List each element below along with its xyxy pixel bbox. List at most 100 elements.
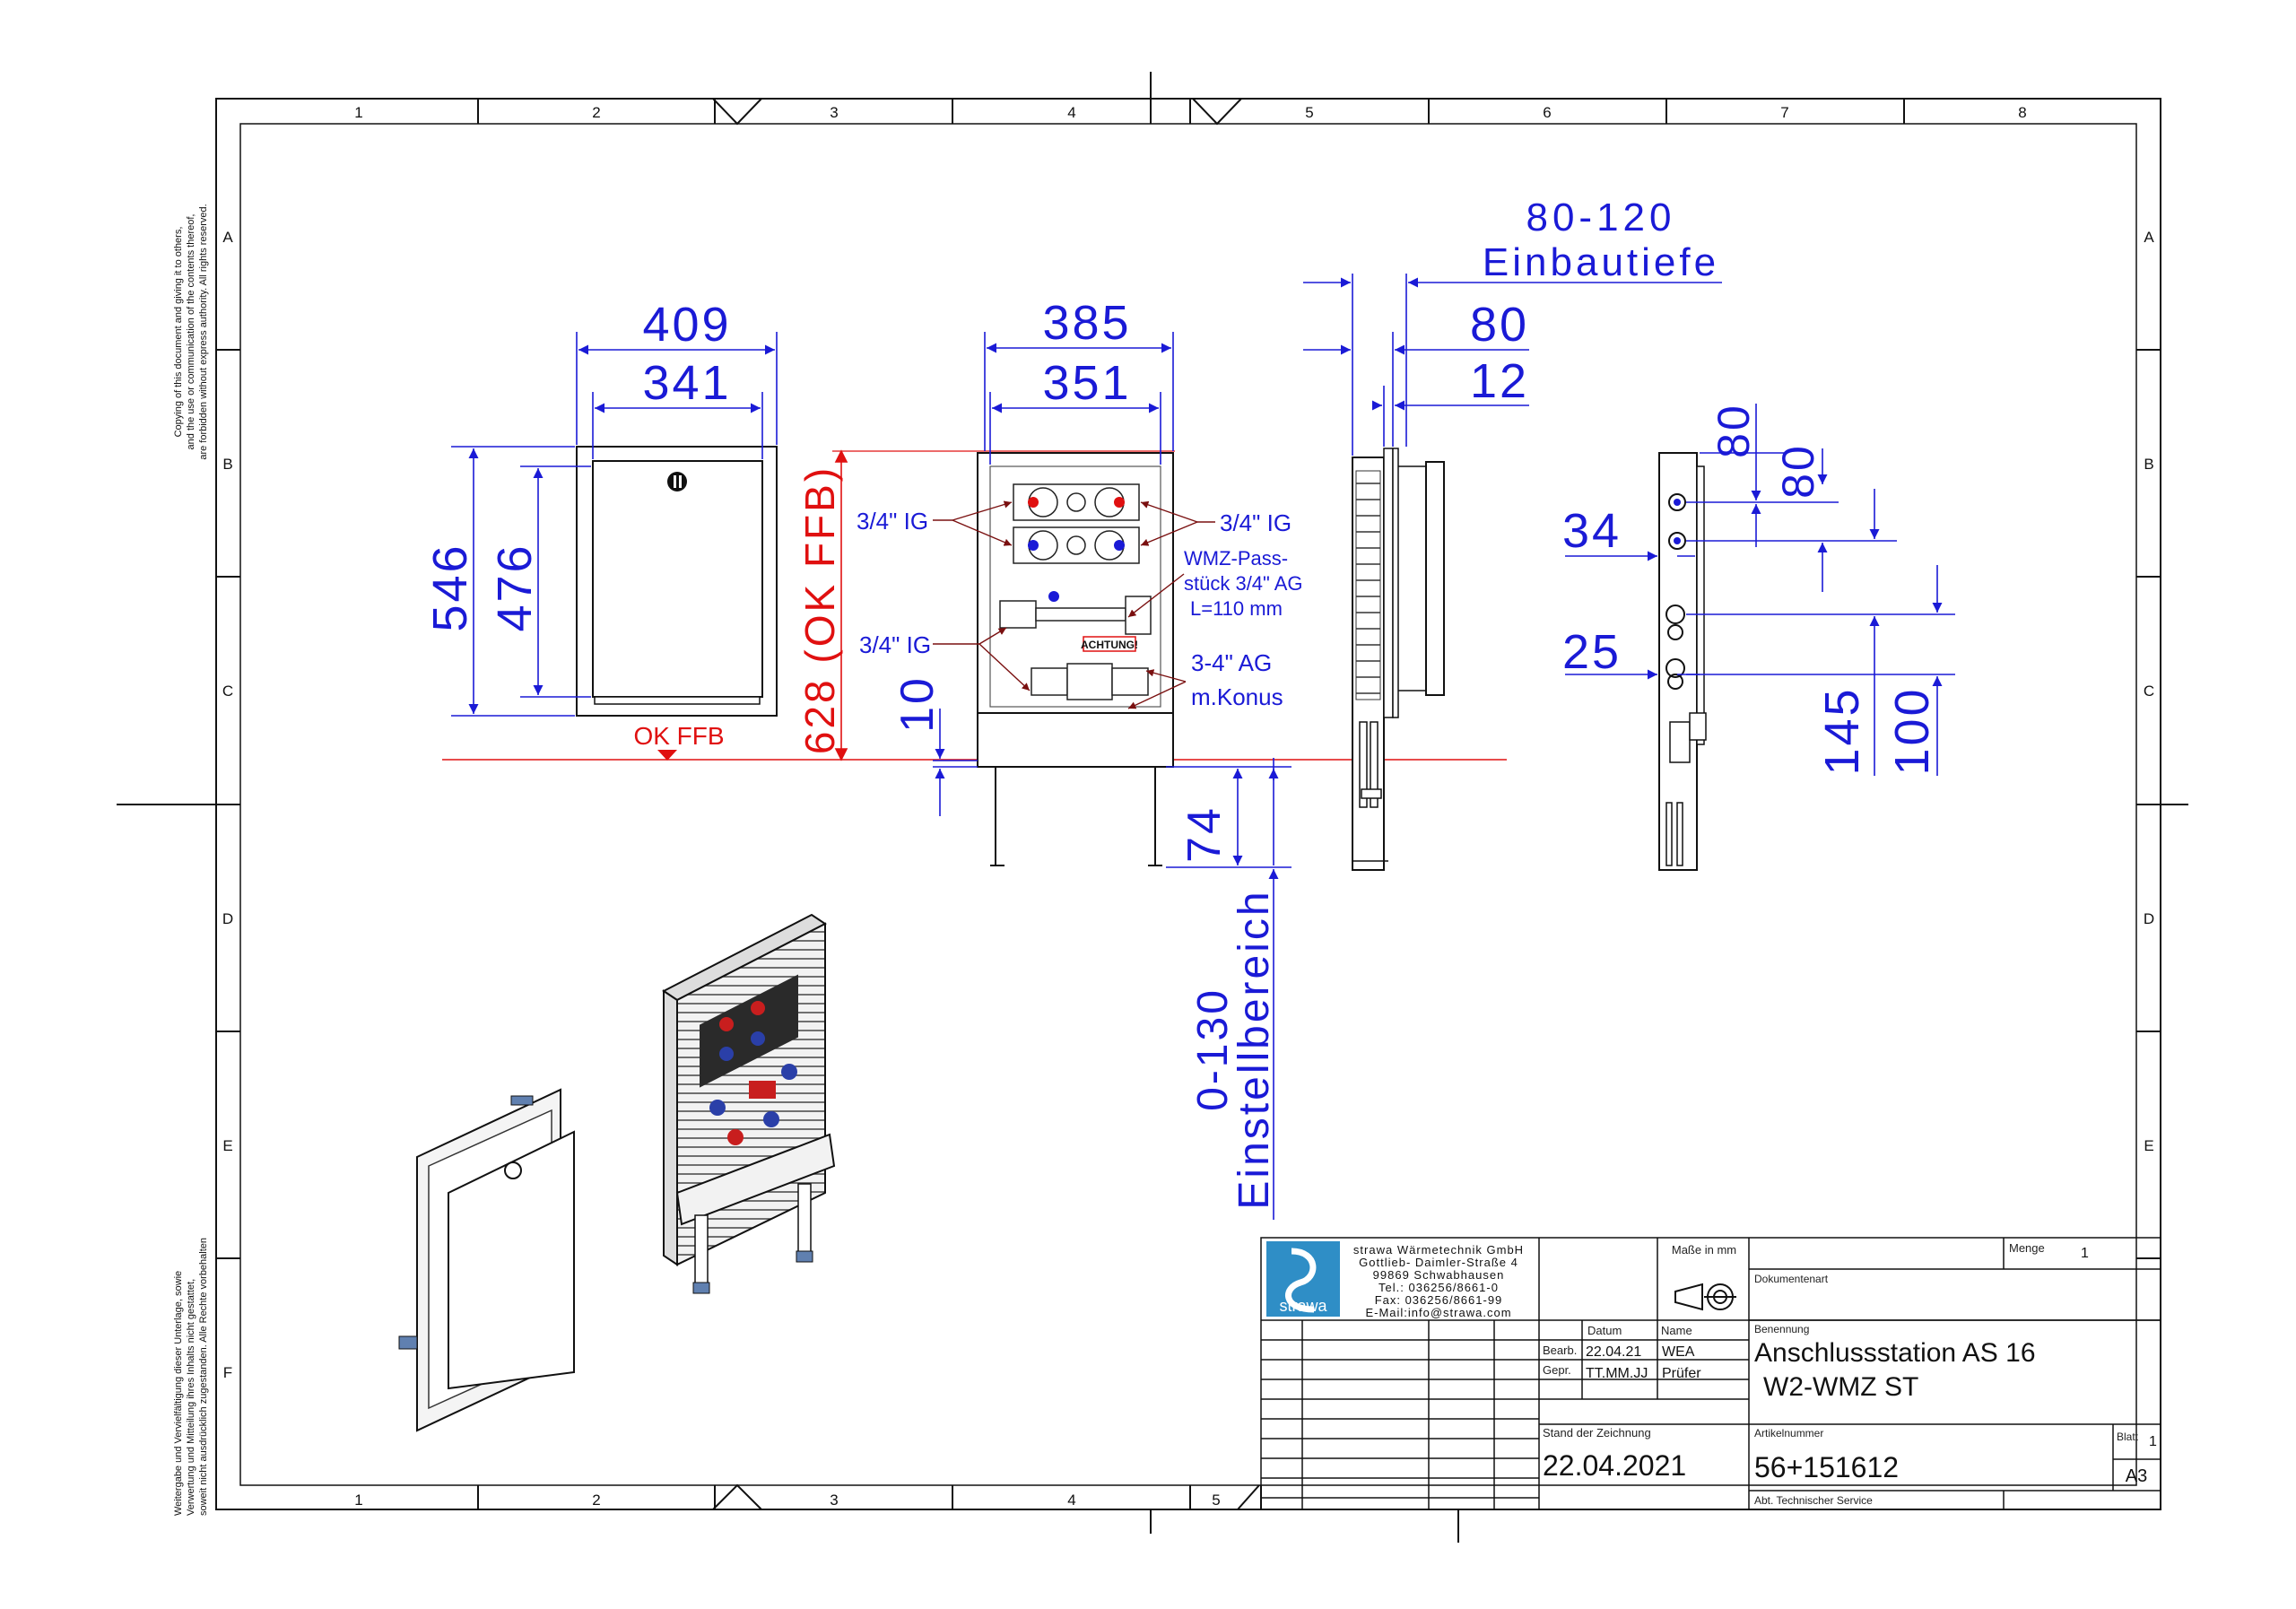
side-view	[1352, 448, 1445, 871]
dim-section-80-b: 80	[1773, 443, 1823, 499]
company-line-6: E-Mail:info@strawa.com	[1365, 1306, 1511, 1319]
bottom-column-label-5: 5	[1212, 1492, 1220, 1509]
row-label-c-right: C	[2144, 683, 2154, 700]
dim-station-width-outer: 385	[1042, 296, 1131, 350]
door-lock-icon	[667, 472, 687, 491]
dim-side-80: 80	[1470, 298, 1529, 352]
stand-label: Stand der Zeichnung	[1543, 1426, 1651, 1439]
company-line-1: strawa Wärmetechnik GmbH	[1353, 1243, 1524, 1257]
bottom-column-label-3: 3	[830, 1492, 838, 1509]
dim-adjust-range: 0-130	[1189, 987, 1237, 1111]
dim-station-10: 10	[891, 675, 944, 733]
company-line-5: Fax: 036256/8661-99	[1375, 1293, 1503, 1307]
dim-station-width-inner: 351	[1042, 356, 1131, 410]
row-label-b: B	[222, 456, 232, 473]
warning-tag	[1083, 636, 1136, 652]
dim-depth-label: Einbautiefe	[1483, 240, 1719, 284]
article-label: Artikelnummer	[1754, 1427, 1823, 1439]
section-view	[1658, 452, 1707, 871]
bottom-column-label-1: 1	[354, 1492, 362, 1509]
section-view-dimensions	[1565, 404, 1955, 776]
isometric-station	[662, 913, 836, 1294]
gepr-name: Prüfer	[1662, 1366, 1701, 1381]
margin-note-rights: Weitergabe und Vervielfältigung dieser U…	[173, 1238, 209, 1516]
name-label: Benennung	[1754, 1323, 1809, 1335]
dim-front-width-inner: 341	[642, 356, 731, 410]
dim-section-25: 25	[1562, 625, 1622, 679]
label-wmz-line-2: stück 3/4" AG	[1184, 572, 1303, 595]
rights-line-1: Weitergabe und Vervielfältigung dieser U…	[173, 1271, 184, 1516]
column-label-3: 3	[830, 104, 838, 121]
row-label-a: A	[222, 229, 233, 246]
stand-value: 22.04.2021	[1543, 1449, 1686, 1482]
row-label-d-right: D	[2144, 910, 2154, 927]
dim-front-height-outer: 546	[423, 543, 477, 631]
doc-type-label: Dokumentenart	[1754, 1273, 1829, 1285]
row-label-e: E	[222, 1137, 232, 1154]
row-label-e-right: E	[2144, 1137, 2153, 1154]
warning-tag-label: ACHTUNG!	[1081, 639, 1138, 651]
label-ag-line-2: m.Konus	[1191, 683, 1283, 710]
front-view	[576, 446, 778, 717]
station-cover-plate	[977, 712, 1174, 768]
dim-station-height: 628 (OK FFB)	[796, 465, 843, 754]
callout-leaders	[933, 500, 1215, 709]
floor-label: OK FFB	[633, 722, 724, 750]
front-view-dimensions	[451, 332, 778, 717]
dim-section-100: 100	[1885, 686, 1939, 775]
dim-adjust-label: Einstellbereich	[1231, 889, 1278, 1209]
label-wmz-line-1: WMZ-Pass-	[1184, 547, 1288, 570]
label-ig-left-bottom: 3/4" IG	[859, 631, 931, 658]
copyright-line-1: Copying of this document and giving it t…	[173, 227, 184, 438]
drawing-title-line-2: W2-WMZ ST	[1763, 1372, 1918, 1402]
sheet-label: Blatt	[2117, 1431, 2139, 1443]
section-housing	[1658, 452, 1698, 871]
bearb-name: WEA	[1662, 1344, 1695, 1360]
frame-labels: 1 2 3 4 5 6 7 8 1 2 3 4 5 A B C D E F A …	[222, 104, 2154, 1509]
company-line-2: Gottlieb- Daimler-Straße 4	[1359, 1256, 1518, 1269]
gepr-label: Gepr.	[1543, 1363, 1571, 1377]
format-value: A3	[2126, 1466, 2147, 1486]
rights-line-2: Verwertung und Mitteilung ihres Inhalts …	[186, 1279, 196, 1516]
copyright-line-3: are forbidden without express authority.…	[198, 204, 209, 459]
dim-front-width-outer: 409	[642, 298, 731, 352]
drawing-frame	[117, 72, 2188, 1543]
sheet-value: 1	[2149, 1434, 2157, 1449]
manifold-upper	[1013, 483, 1140, 564]
front-door	[592, 460, 763, 698]
bearb-label: Bearb.	[1543, 1344, 1577, 1357]
label-ig-right: 3/4" IG	[1220, 509, 1292, 536]
label-wmz-line-3: L=110 mm	[1190, 597, 1283, 620]
station-view-dimensions	[933, 332, 1292, 1220]
projection-symbol-icon	[1674, 1283, 1736, 1311]
copyright-line-2: and the use or communication of the cont…	[186, 214, 196, 450]
column-label-2: 2	[592, 104, 600, 121]
dim-section-34: 34	[1562, 504, 1622, 558]
dim-side-12: 12	[1470, 354, 1529, 408]
side-door	[1425, 461, 1445, 696]
row-label-d: D	[222, 910, 233, 927]
bottom-column-label-4: 4	[1067, 1492, 1075, 1509]
dim-station-74: 74	[1178, 805, 1231, 863]
bottom-column-label-2: 2	[592, 1492, 600, 1509]
company-line-3: 99869 Schwabhausen	[1373, 1268, 1505, 1282]
row-label-c: C	[222, 683, 233, 700]
quantity-label: Menge	[2009, 1241, 2045, 1255]
column-label-5: 5	[1305, 104, 1313, 121]
row-label-f: F	[223, 1364, 232, 1381]
units-label: Maße in mm	[1672, 1243, 1736, 1257]
gepr-date: TT.MM.JJ	[1586, 1366, 1648, 1381]
label-ig-left-top: 3/4" IG	[857, 508, 928, 535]
dim-depth-range: 80-120	[1526, 196, 1675, 239]
column-label-4: 4	[1067, 104, 1075, 121]
row-label-a-right: A	[2144, 229, 2154, 246]
dim-section-80-a: 80	[1709, 403, 1759, 458]
column-label-6: 6	[1543, 104, 1551, 121]
column-label-7: 7	[1780, 104, 1788, 121]
title-block	[1260, 1237, 2161, 1510]
quantity-value: 1	[2081, 1246, 2089, 1261]
company-address: strawa Wärmetechnik GmbH Gottlieb- Daiml…	[1353, 1243, 1524, 1319]
rights-line-3: soweit nicht ausdrücklich zugestanden. A…	[198, 1238, 209, 1516]
dim-front-height-inner: 476	[488, 543, 542, 631]
